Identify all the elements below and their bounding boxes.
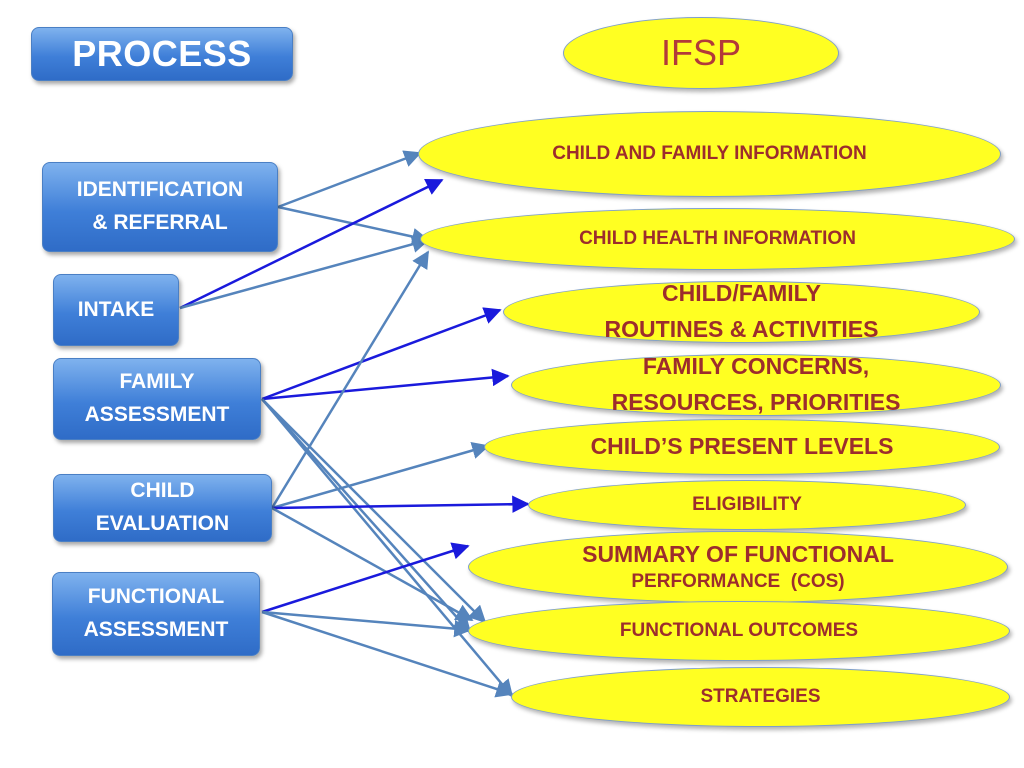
- arrow-family-to-outcomes-2: [261, 398, 487, 624]
- arrow-functional-to-outcomes: [261, 610, 472, 638]
- arrow-family-to-concerns: [261, 368, 510, 401]
- ifsp-item-family-concerns: FAMILY CONCERNS, RESOURCES, PRIORITIES: [511, 353, 1001, 416]
- ifsp-item-label: STRATEGIES: [700, 686, 821, 707]
- ifsp-title-text: IFSP: [660, 32, 741, 73]
- ifsp-item-routines-activities: CHILD/FAMILY ROUTINES & ACTIVITIES: [503, 280, 980, 343]
- ifsp-item-line1: FAMILY CONCERNS,: [642, 353, 870, 380]
- arrow-family-to-outcomes: [261, 398, 472, 634]
- arrow-intake-to-child-family-info: [179, 178, 444, 310]
- arrow-evaluation-to-present-levels: [271, 441, 490, 510]
- ifsp-item-eligibility: ELIGIBILITY: [528, 480, 966, 530]
- ifsp-item-line1: CHILD/FAMILY: [662, 280, 821, 307]
- ifsp-item-line2: PERFORMANCE (COS): [631, 570, 845, 592]
- step-line1: IDENTIFICATION: [76, 178, 244, 202]
- ifsp-item-label: FUNCTIONAL OUTCOMES: [619, 620, 859, 641]
- step-line1: FUNCTIONAL: [87, 585, 225, 609]
- arrow-identification-to-child-family-info: [277, 150, 422, 209]
- arrow-evaluation-to-eligibility: [271, 495, 530, 513]
- process-title-text: PROCESS: [72, 33, 252, 75]
- step-line1: CHILD: [130, 479, 195, 503]
- step-line1: INTAKE: [77, 297, 155, 321]
- process-step-child-evaluation: CHILD EVALUATION: [53, 474, 272, 542]
- ifsp-item-functional-outcomes: FUNCTIONAL OUTCOMES: [468, 601, 1010, 661]
- ifsp-item-child-family-information: CHILD AND FAMILY INFORMATION: [418, 111, 1001, 197]
- ifsp-item-line2: RESOURCES, PRIORITIES: [611, 389, 901, 415]
- arrow-family-to-routines: [261, 307, 502, 401]
- arrow-intake-to-child-health-info: [179, 235, 430, 310]
- step-line1: FAMILY: [119, 370, 195, 394]
- ifsp-item-summary-functional-performance: SUMMARY OF FUNCTIONAL PERFORMANCE (COS): [468, 531, 1008, 603]
- step-line2: ASSESSMENT: [84, 403, 230, 426]
- process-step-functional-assessment: FUNCTIONAL ASSESSMENT: [52, 572, 260, 656]
- ifsp-item-present-levels: CHILD’S PRESENT LEVELS: [484, 419, 1000, 475]
- process-step-family-assessment: FAMILY ASSESSMENT: [53, 358, 261, 440]
- ifsp-item-line1: SUMMARY OF FUNCTIONAL: [582, 540, 894, 567]
- process-title: PROCESS: [31, 27, 293, 81]
- step-line2: ASSESSMENT: [83, 618, 229, 641]
- arrow-functional-to-summary: [261, 542, 470, 614]
- arrow-evaluation-to-outcomes: [271, 506, 474, 622]
- arrow-functional-to-strategies: [261, 610, 514, 698]
- ifsp-item-label: CHILD’S PRESENT LEVELS: [590, 433, 894, 460]
- arrow-family-to-strategies: [261, 398, 514, 698]
- ifsp-item-strategies: STRATEGIES: [511, 667, 1010, 727]
- arrow-evaluation-to-child-health-info: [270, 250, 430, 509]
- ifsp-title: IFSP: [563, 17, 839, 89]
- ifsp-item-line2: ROUTINES & ACTIVITIES: [604, 316, 879, 342]
- process-step-intake: INTAKE: [53, 274, 179, 346]
- step-line2: EVALUATION: [95, 512, 230, 535]
- ifsp-item-label: ELIGIBILITY: [692, 494, 802, 515]
- step-line2: & REFERRAL: [92, 211, 228, 234]
- ifsp-item-label: CHILD AND FAMILY INFORMATION: [552, 143, 867, 164]
- process-step-identification-referral: IDENTIFICATION & REFERRAL: [42, 162, 278, 252]
- ifsp-item-child-health-information: CHILD HEALTH INFORMATION: [420, 208, 1015, 270]
- ifsp-item-label: CHILD HEALTH INFORMATION: [579, 228, 856, 249]
